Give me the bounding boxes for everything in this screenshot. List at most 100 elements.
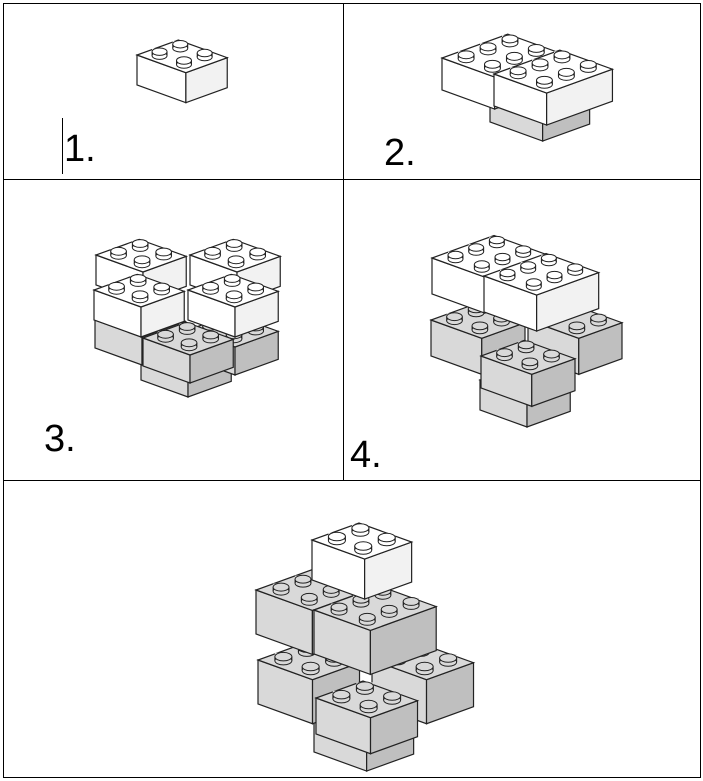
- stud-top: [196, 48, 213, 58]
- stud-top: [108, 281, 125, 291]
- row-divider-1: [3, 179, 701, 180]
- stud-top: [540, 253, 557, 263]
- gray-brick-lower-front: [314, 680, 420, 755]
- stud-top: [509, 66, 527, 76]
- stud-top: [223, 274, 241, 283]
- step-label-2: 2.: [384, 132, 416, 174]
- stud-top: [377, 532, 396, 543]
- stud-top: [567, 263, 584, 272]
- stud-top: [520, 261, 537, 270]
- white-brick-2x2: [135, 39, 230, 104]
- stud-top: [153, 282, 170, 292]
- stud-top: [446, 312, 463, 322]
- row-divider-2: [3, 480, 701, 481]
- stud-top: [473, 260, 490, 269]
- stud-top: [499, 268, 516, 278]
- stud-top: [176, 56, 192, 65]
- stud-top: [380, 604, 398, 614]
- stud-top: [249, 247, 266, 257]
- stud-top: [133, 255, 151, 265]
- stud-top: [301, 661, 320, 672]
- step-label-4: 4.: [350, 434, 382, 476]
- stud-top: [300, 592, 318, 602]
- gray-brick-mid-center: [141, 321, 236, 384]
- brick-top-face: [482, 252, 601, 296]
- stud-top: [521, 357, 539, 367]
- stud-top: [447, 250, 464, 260]
- stud-top: [536, 75, 553, 85]
- stud-top: [332, 689, 351, 700]
- stud-top: [568, 321, 586, 331]
- stud-top: [202, 281, 219, 291]
- stud-top: [204, 246, 221, 256]
- stud-top: [178, 322, 196, 331]
- stud-top: [225, 239, 243, 248]
- step-2-model: [440, 33, 615, 142]
- gray-brick-upper-right: [312, 585, 438, 676]
- white-brick-top: [310, 522, 414, 600]
- stud-top: [247, 282, 264, 292]
- stud-top: [227, 255, 245, 265]
- stud-top: [488, 235, 505, 245]
- stud-top: [172, 39, 189, 49]
- stud-top: [590, 313, 607, 323]
- stud-top: [525, 278, 542, 287]
- stud-top: [515, 245, 532, 254]
- stud-top: [225, 290, 243, 300]
- text-cursor: [62, 118, 63, 174]
- stud-top: [484, 59, 501, 69]
- stud-top: [330, 602, 348, 612]
- stud-top: [402, 597, 420, 606]
- stud-top: [415, 661, 434, 672]
- step-label-1: 1.: [64, 128, 96, 170]
- stud-top: [531, 58, 549, 68]
- stud-top: [479, 42, 497, 52]
- stud-top: [501, 34, 519, 44]
- stud-top: [155, 247, 172, 257]
- stud-top: [354, 541, 373, 551]
- gray-brick-front: [479, 339, 577, 408]
- stud-top: [180, 338, 198, 348]
- stud-top: [579, 59, 597, 69]
- stud-top: [202, 330, 219, 340]
- stud-top: [359, 699, 378, 710]
- stud-top: [383, 691, 402, 701]
- stud-top: [274, 651, 293, 662]
- stud-top: [517, 340, 535, 350]
- stud-top: [355, 681, 374, 691]
- instruction-table: [3, 3, 701, 778]
- stud-top: [527, 43, 545, 53]
- stud-top: [294, 574, 312, 584]
- white-brick-front-right: [186, 273, 281, 338]
- step-5-model: [254, 522, 476, 772]
- step-1-model: [135, 39, 230, 104]
- white-brick-front-left: [92, 273, 187, 338]
- stud-top: [131, 239, 149, 248]
- stud-top: [553, 50, 571, 60]
- stud-top: [468, 243, 485, 252]
- stud-top: [496, 348, 513, 358]
- step-label-3: 3.: [44, 418, 76, 460]
- stud-top: [272, 582, 290, 592]
- stud-top: [546, 270, 563, 280]
- stud-top: [151, 47, 168, 56]
- stud-top: [494, 252, 511, 262]
- stud-top: [543, 349, 560, 359]
- stud-top: [157, 329, 174, 339]
- stud-top: [327, 531, 346, 542]
- stud-top: [439, 653, 458, 663]
- stud-top: [129, 274, 147, 283]
- stud-top: [505, 51, 523, 61]
- step-4-model: [429, 234, 624, 428]
- stud-top: [110, 246, 127, 256]
- white-brick-right-top: [482, 252, 601, 332]
- stud-top: [351, 523, 370, 533]
- stud-top: [471, 321, 489, 331]
- step-3-model: [92, 238, 283, 398]
- white-brick-right: [492, 49, 615, 126]
- stud-top: [358, 612, 376, 622]
- column-divider-top: [343, 3, 344, 481]
- stud-top: [457, 50, 475, 60]
- stud-top: [557, 67, 575, 77]
